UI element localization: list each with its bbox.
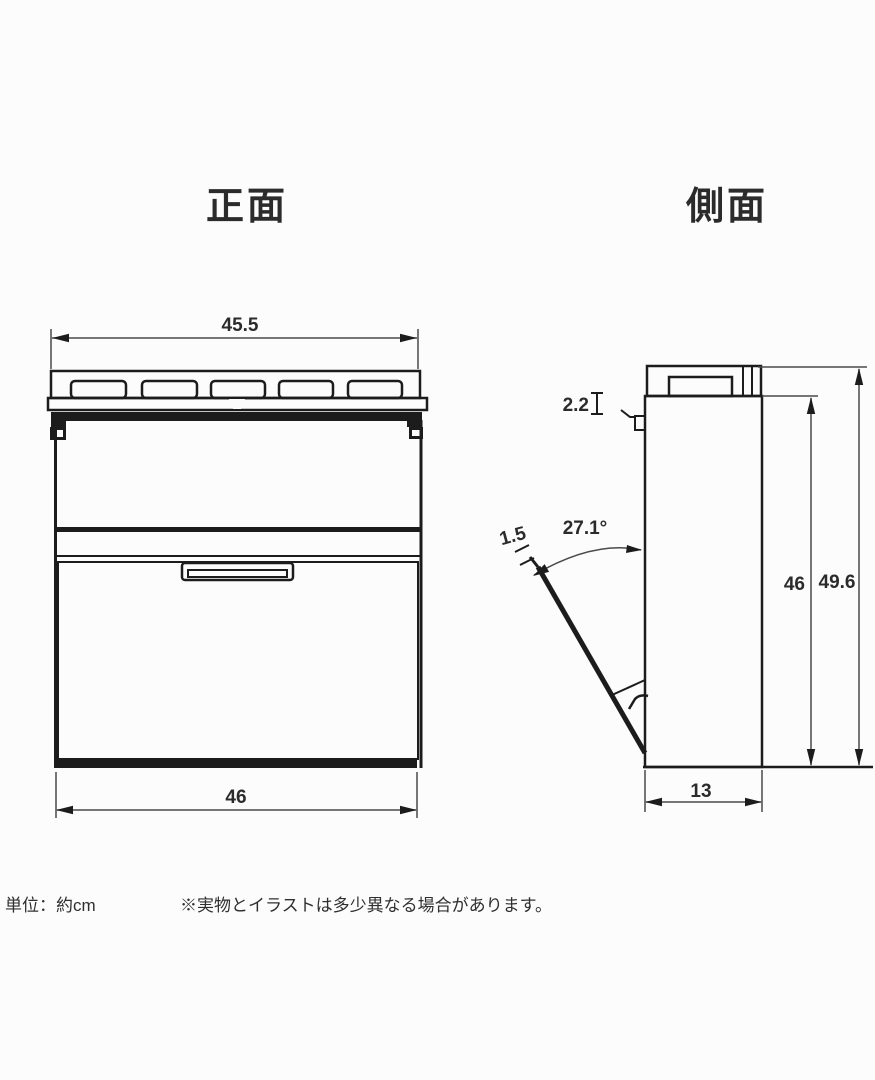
front-view-body	[54, 420, 423, 768]
dim-front-top-width: 45.5	[50, 315, 419, 369]
side-view-body	[643, 394, 873, 769]
front-view-seal-bar	[51, 412, 422, 427]
vent-slot	[346, 379, 404, 400]
door-stay-hook	[627, 694, 649, 710]
dim-label-lid-thickness: 1.5	[497, 523, 528, 550]
vent-slot	[69, 379, 128, 400]
dim-lid-thickness: 1.5	[497, 523, 535, 566]
side-view-lid	[645, 364, 763, 398]
dim-label-bottom-width: 46	[225, 787, 246, 808]
dim-label-top-width: 45.5	[222, 315, 259, 336]
side-view-drawing: 2.2 1.5 27.1°	[497, 364, 873, 812]
disclaimer-note: ※実物とイラストは多少異なる場合があります。	[180, 896, 552, 915]
front-view-top-grill	[49, 369, 422, 400]
dim-front-bottom-width: 46	[55, 772, 418, 818]
side-view-open-door	[528, 556, 649, 755]
dim-label-hook-height: 2.2	[563, 395, 589, 416]
vent-slot	[277, 379, 335, 400]
side-view-latch-hook	[610, 396, 646, 431]
dim-label-body-height: 46	[784, 574, 805, 595]
dim-label-depth: 13	[690, 781, 711, 802]
dim-label-total-height: 49.6	[819, 572, 856, 593]
dim-label-open-angle: 27.1°	[563, 518, 608, 539]
dim-depth: 13	[644, 770, 763, 812]
dim-hook-height: 2.2	[563, 392, 603, 416]
dim-total-height: 49.6	[758, 366, 867, 766]
door-stay-arm	[611, 679, 646, 696]
front-view-base-bar	[56, 759, 417, 768]
unit-note: 単位：約cm	[5, 896, 96, 915]
door-handle	[180, 561, 295, 582]
front-view-drawing: 45.5	[46, 315, 429, 818]
dim-body-height: 46	[762, 395, 818, 766]
vent-slot	[209, 379, 267, 400]
side-view-title: 側面	[686, 186, 769, 228]
dim-open-angle: 27.1°	[533, 518, 642, 576]
lid-notch	[229, 399, 245, 409]
front-view-hinge-clips	[50, 427, 423, 440]
vent-slot	[140, 379, 199, 400]
front-view-door	[57, 561, 419, 760]
front-view-title: 正面	[206, 186, 289, 228]
front-view-lid-edge	[46, 396, 429, 412]
